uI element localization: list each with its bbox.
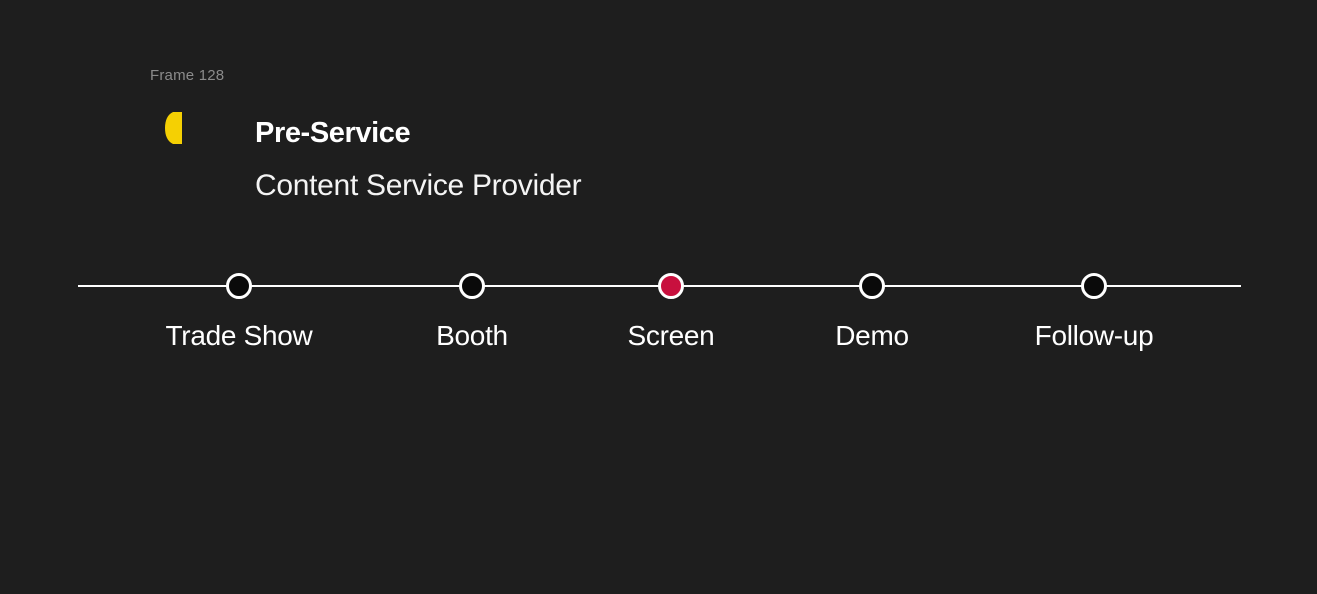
timeline-stop-dot-screen[interactable] <box>658 273 684 299</box>
timeline-stop-label-trade-show[interactable]: Trade Show <box>165 320 313 351</box>
timeline-stop-label-demo[interactable]: Demo <box>835 320 909 351</box>
timeline-stop-dot-trade-show[interactable] <box>226 273 252 299</box>
leaf-mark-icon <box>165 112 182 144</box>
timeline-stop-dot-follow-up[interactable] <box>1081 273 1107 299</box>
timeline-stop-label-screen[interactable]: Screen <box>627 320 715 351</box>
header-block: Pre-Service Content Service Provider <box>0 0 1317 230</box>
frame-label: Frame 128 <box>150 67 225 84</box>
timeline-stop-dot-booth[interactable] <box>459 273 485 299</box>
timeline-stop-label-follow-up[interactable]: Follow-up <box>1034 320 1154 351</box>
page-title: Pre-Service <box>255 117 411 149</box>
timeline-stop-dot-demo[interactable] <box>859 273 885 299</box>
timeline-stop-label-booth[interactable]: Booth <box>436 320 508 351</box>
page-subtitle: Content Service Provider <box>255 169 582 202</box>
